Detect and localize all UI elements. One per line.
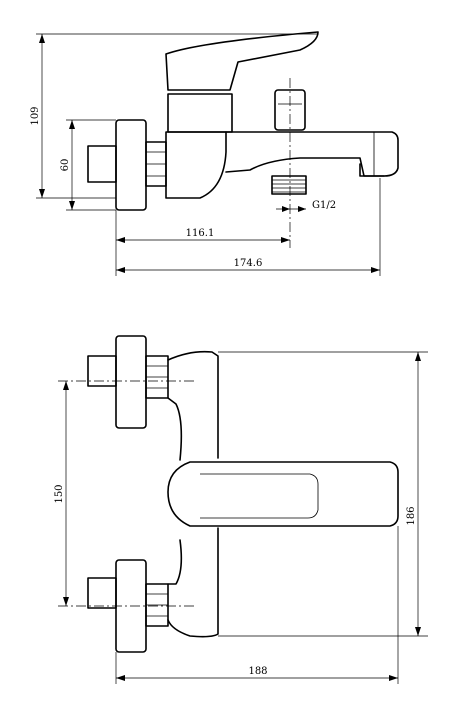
side-diverter-knob <box>274 89 306 131</box>
side-spout <box>225 131 399 177</box>
plan-upper-flange <box>115 335 147 429</box>
plan-lever <box>167 461 399 527</box>
side-view-dimensions: 109 60 G1/2 116.1 174.6 <box>30 33 381 276</box>
plan-lever-inner <box>200 473 319 519</box>
side-lever <box>165 31 319 91</box>
side-outlet-thread <box>271 175 307 195</box>
dim-150: 150 <box>54 484 65 503</box>
dim-116-1: 116.1 <box>186 228 215 239</box>
side-mixer-body <box>165 131 227 199</box>
plan-body-connector <box>167 397 183 585</box>
plan-mixer-body <box>167 350 219 638</box>
side-inlet-nut <box>87 145 117 183</box>
thread-label: G1/2 <box>312 200 336 211</box>
side-view <box>87 31 399 248</box>
dim-109: 109 <box>30 106 41 125</box>
plan-view <box>87 335 399 653</box>
side-cartridge <box>167 93 233 133</box>
plan-upper-inlet-nut <box>87 355 117 387</box>
plan-view-dimensions: 150 186 188 <box>54 351 428 684</box>
side-spout-nozzle <box>359 163 385 177</box>
side-wall-flange <box>115 119 147 211</box>
dim-60: 60 <box>60 159 71 172</box>
plan-lower-inlet-nut <box>87 577 117 609</box>
dim-188: 188 <box>248 666 267 677</box>
dim-174-6: 174.6 <box>234 258 263 269</box>
dim-186: 186 <box>406 506 417 525</box>
